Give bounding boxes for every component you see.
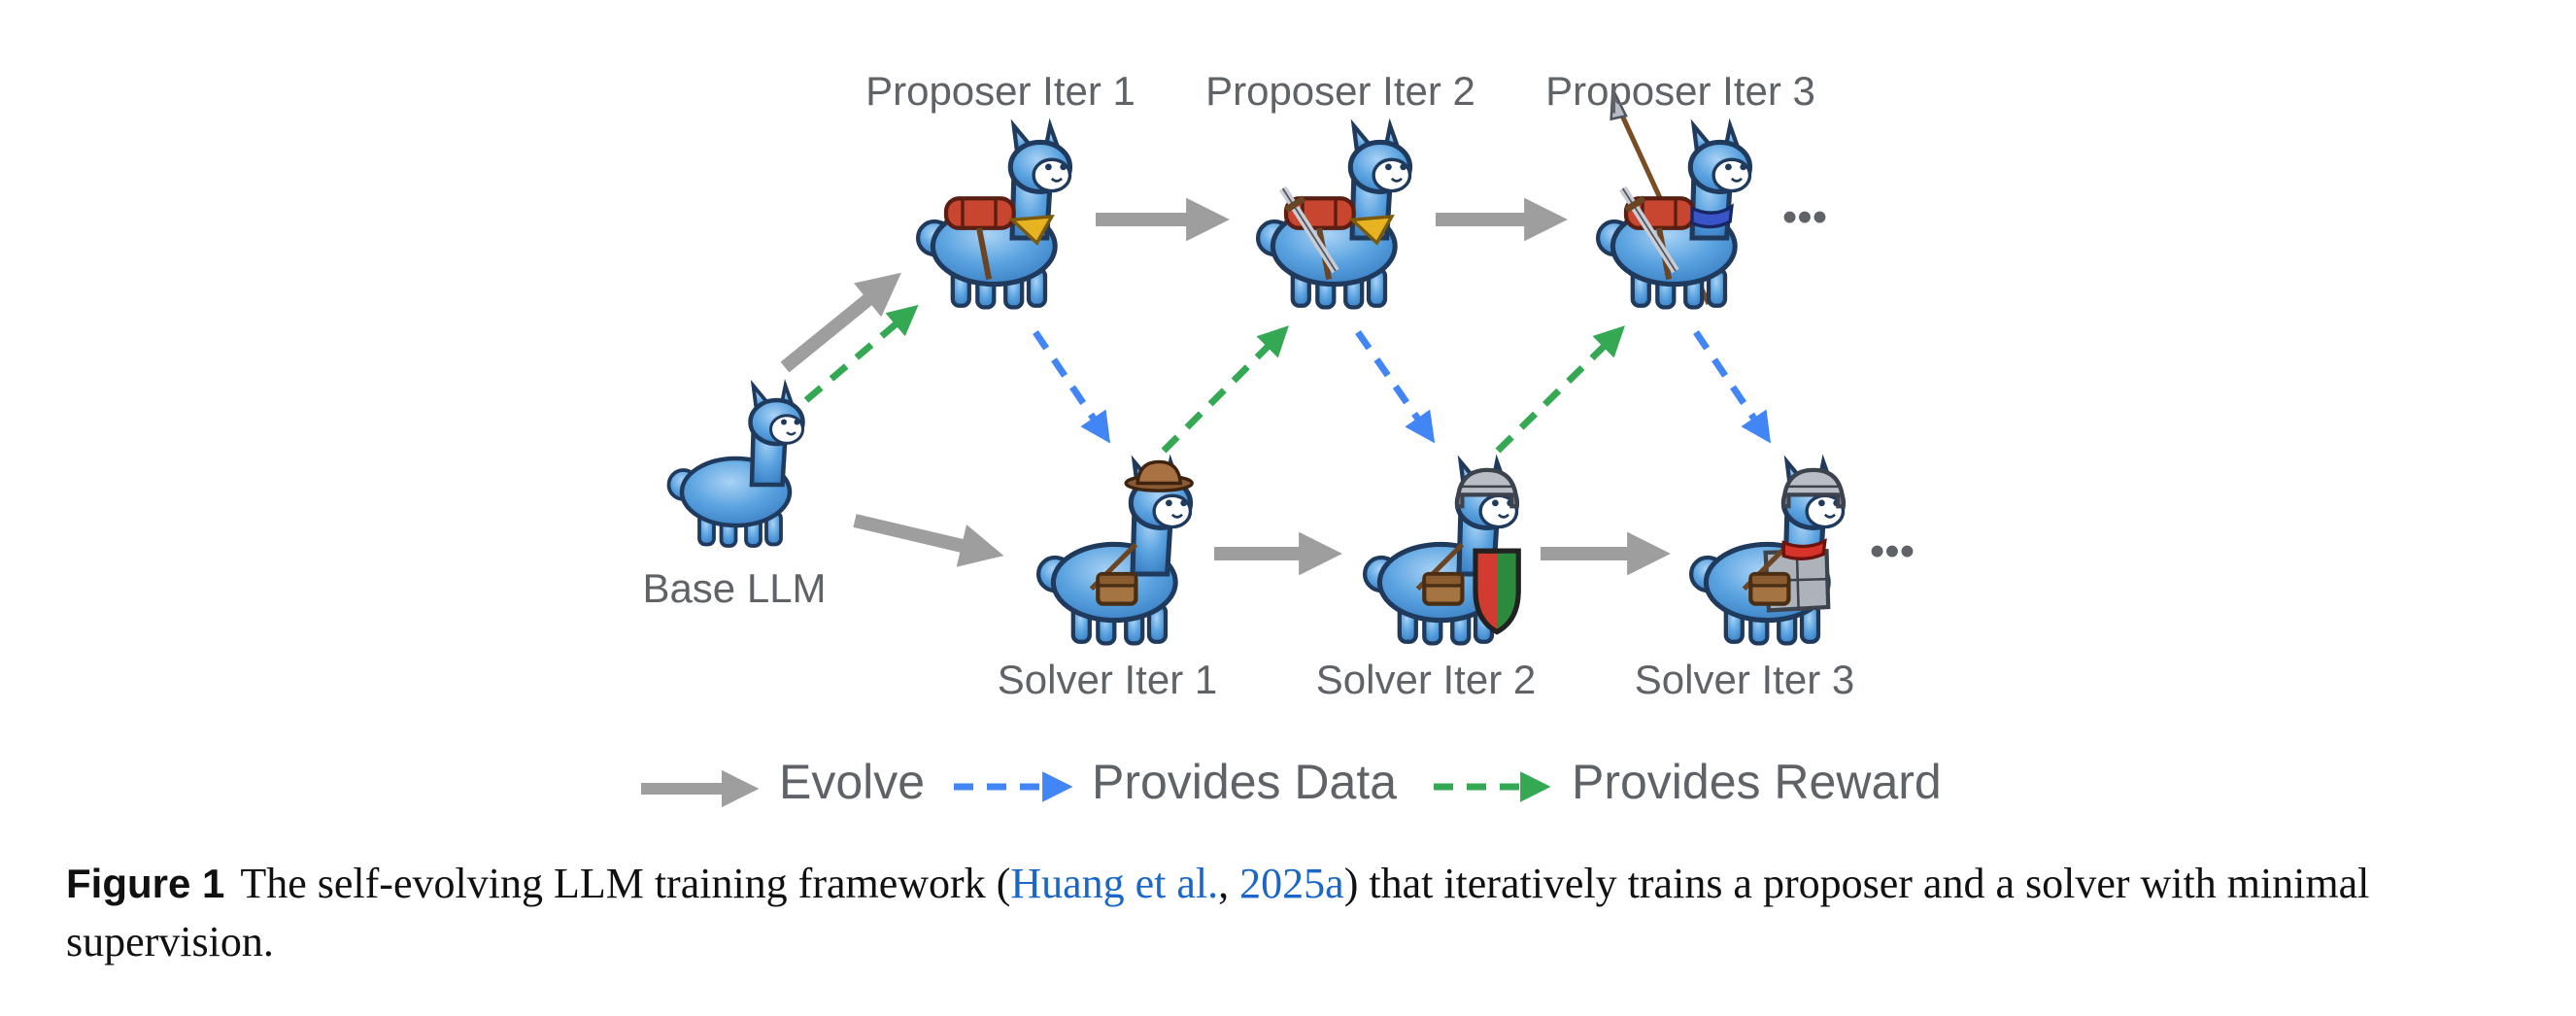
legend-reward-label: Provides Reward: [1572, 755, 1942, 809]
node-base-llm: Base LLM: [642, 386, 827, 611]
node-proposer-iter-1: Proposer Iter 1: [865, 68, 1135, 307]
solver-iter-2-label: Solver Iter 2: [1316, 657, 1536, 702]
edge-base-to-solver-1: [853, 514, 1004, 567]
figure-label: Figure 1: [66, 861, 225, 906]
edge-proposer-2-data-solver-2: [1355, 330, 1436, 444]
evolve-edges: [780, 197, 1671, 576]
solver-iter-1-label: Solver Iter 1: [998, 657, 1217, 702]
edge-proposer-1-data-solver-1: [1033, 330, 1111, 444]
provides-data-edges: [1033, 330, 1772, 444]
base-llm-label: Base LLM: [642, 565, 826, 611]
solver-iter-3-label: Solver Iter 3: [1635, 657, 1854, 702]
edge-proposer-3-data-solver-3: [1693, 330, 1772, 444]
proposer-iter-3-label: Proposer Iter 3: [1545, 68, 1815, 114]
proposer-iter-1-label: Proposer Iter 1: [865, 68, 1135, 114]
continuation-dots-bottom: •••: [1870, 527, 1915, 575]
node-solver-iter-2: Solver Iter 2: [1316, 461, 1536, 702]
node-solver-iter-3: Solver Iter 3: [1635, 461, 1854, 702]
proposer-iter-2-label: Proposer Iter 2: [1205, 68, 1475, 114]
citation-year-link[interactable]: 2025a: [1239, 860, 1344, 907]
edge-base-to-proposer-1: [780, 272, 901, 373]
citation-author-link[interactable]: Huang et al.: [1010, 860, 1219, 907]
legend-evolve: Evolve: [641, 755, 925, 809]
shield-icon: [1475, 551, 1518, 631]
edge-base-reward-proposer-1: [803, 304, 919, 403]
edge-solver-1-reward-proposer-2: [1161, 325, 1289, 454]
node-proposer-iter-3: Proposer Iter 3: [1545, 68, 1815, 307]
figure-caption: Figure 1 The self-evolving LLM training f…: [66, 855, 2514, 971]
legend-evolve-label: Evolve: [779, 755, 925, 809]
provides-reward-edges: [803, 304, 1625, 454]
caption-text-after: ) that iteratively trains a proposer and…: [66, 860, 2370, 965]
citation-separator: ,: [1218, 860, 1240, 907]
framework-diagram: Base LLM Proposer Iter 1 Proposer Iter 2…: [641, 68, 1942, 809]
caption-text-before: The self-evolving LLM training framework…: [240, 860, 1011, 907]
legend-data-label: Provides Data: [1092, 755, 1397, 809]
continuation-dots-top: •••: [1782, 193, 1827, 241]
node-solver-iter-1: Solver Iter 1: [998, 461, 1217, 702]
legend-provides-data: Provides Data: [954, 755, 1397, 809]
legend: Evolve Provides Data Provides Reward: [641, 755, 1942, 809]
alpaca-icon: [669, 386, 803, 546]
legend-provides-reward: Provides Reward: [1434, 755, 1942, 809]
node-proposer-iter-2: Proposer Iter 2: [1205, 68, 1475, 307]
edge-solver-2-reward-proposer-3: [1495, 325, 1625, 454]
